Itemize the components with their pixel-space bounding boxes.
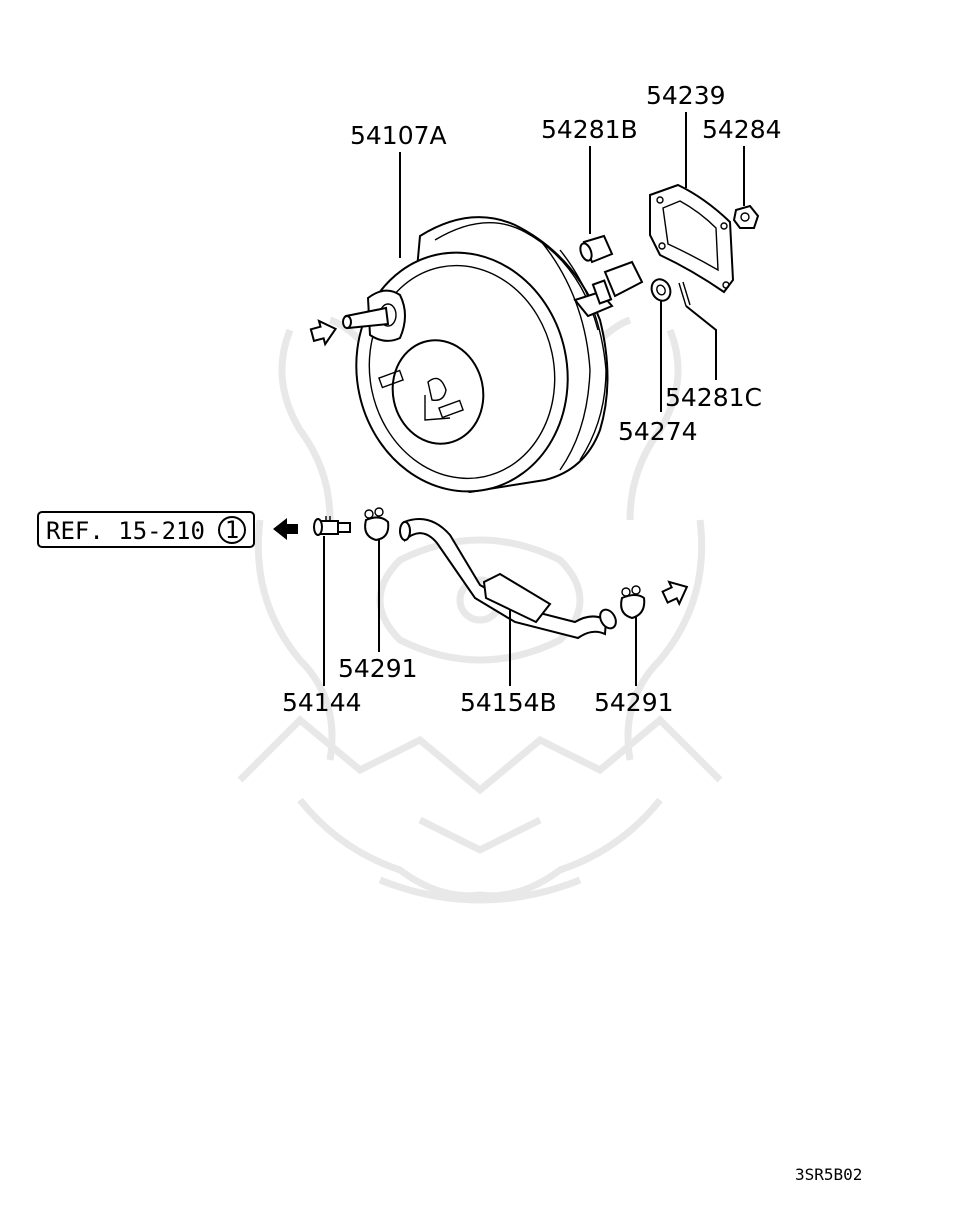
arrow-left-filled-icon bbox=[273, 518, 298, 540]
part-number-gasket[interactable]: 54239 bbox=[646, 81, 726, 110]
gasket-part bbox=[649, 183, 735, 294]
hose-clip-right-part bbox=[620, 585, 646, 620]
part-number-booster[interactable]: 54107A bbox=[350, 121, 447, 150]
washer-part bbox=[650, 278, 672, 302]
part-number-cotter-pin[interactable]: 54281C bbox=[665, 383, 762, 412]
vacuum-hose-part bbox=[399, 518, 617, 640]
watermark-logo bbox=[237, 316, 723, 904]
part-number-nut[interactable]: 54284 bbox=[702, 115, 782, 144]
diagram-code: 3SR5B02 bbox=[795, 1165, 862, 1184]
brake-booster bbox=[342, 216, 644, 494]
cotter-pin-part bbox=[678, 281, 691, 307]
flow-arrow-icon bbox=[309, 319, 338, 347]
part-number-clip-left[interactable]: 54291 bbox=[338, 654, 418, 683]
leader-lines bbox=[323, 112, 745, 686]
part-number-pin[interactable]: 54281B bbox=[541, 115, 638, 144]
part-number-clip-right[interactable]: 54291 bbox=[594, 688, 674, 717]
flow-arrow-icon bbox=[661, 580, 689, 607]
hose-clip-left-part bbox=[364, 507, 390, 542]
reference-label: REF. 15-210 bbox=[46, 517, 205, 545]
clevis-pin-part bbox=[579, 234, 614, 264]
part-number-vacuum-hose[interactable]: 54154B bbox=[460, 688, 557, 717]
reference-circled-number: 1 bbox=[225, 516, 239, 544]
nut-part bbox=[732, 204, 760, 229]
check-valve-part bbox=[313, 516, 351, 536]
reference-box[interactable]: REF. 15-210 1 bbox=[37, 511, 255, 548]
part-number-washer[interactable]: 54274 bbox=[618, 417, 698, 446]
part-number-check-valve[interactable]: 54144 bbox=[282, 688, 362, 717]
